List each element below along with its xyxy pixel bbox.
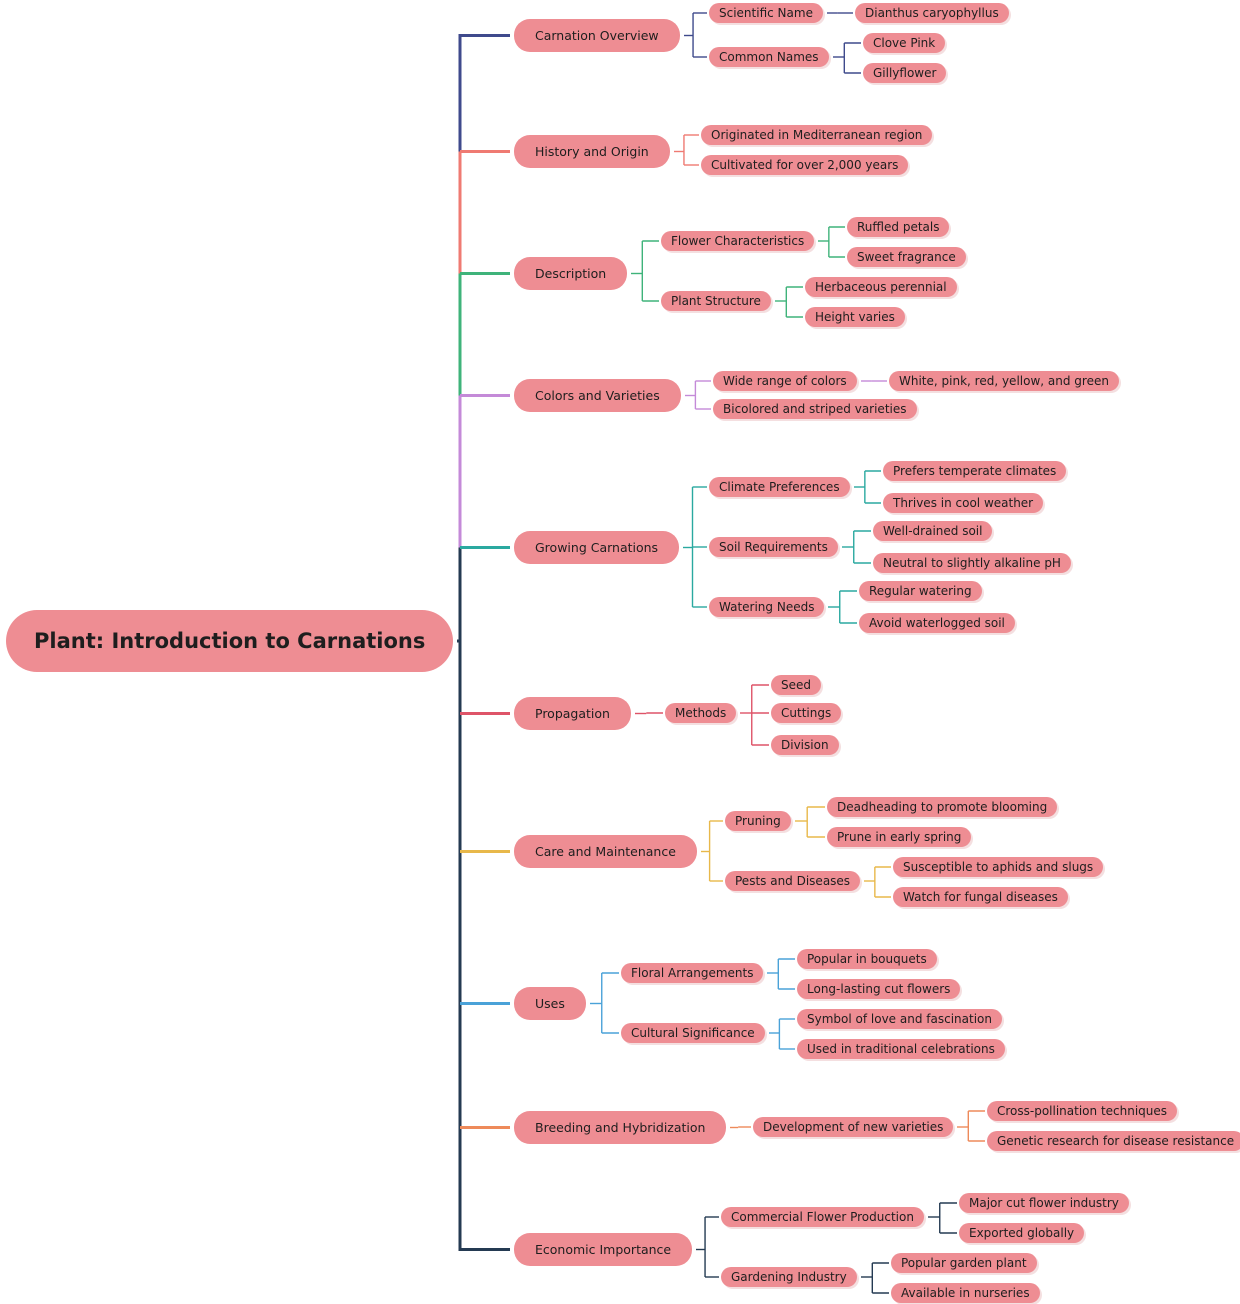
subtopic-bicolored-striped[interactable]: Bicolored and striped varieties [713, 399, 917, 419]
leaf-prefers-temperate[interactable]: Prefers temperate climates [883, 461, 1067, 481]
subtopic-watering-needs[interactable]: Watering Needs [709, 597, 825, 617]
leaf-fungal-diseases[interactable]: Watch for fungal diseases [893, 887, 1068, 907]
subtopic-pests-and-diseases[interactable]: Pests and Diseases [725, 871, 861, 891]
subtopic-common-names[interactable]: Common Names [709, 47, 829, 67]
leaf-herbaceous-perennial[interactable]: Herbaceous perennial [805, 277, 957, 297]
branch-colors-and-varieties[interactable]: Colors and Varieties [514, 379, 681, 412]
branch-propagation[interactable]: Propagation [514, 697, 631, 730]
branch-carnation-overview[interactable]: Carnation Overview [514, 19, 680, 52]
leaf-aphids-slugs[interactable]: Susceptible to aphids and slugs [893, 857, 1104, 877]
leaf-division[interactable]: Division [771, 735, 839, 755]
leaf-traditional-celebrations[interactable]: Used in traditional celebrations [797, 1039, 1005, 1059]
leaf-gillyflower[interactable]: Gillyflower [863, 63, 947, 83]
subtopic-flower-characteristics[interactable]: Flower Characteristics [661, 231, 815, 251]
subtopic-pruning[interactable]: Pruning [725, 811, 791, 831]
leaf-well-drained-soil[interactable]: Well-drained soil [873, 521, 993, 541]
leaf-popular-garden-plant[interactable]: Popular garden plant [891, 1253, 1037, 1273]
leaf-sweet-fragrance[interactable]: Sweet fragrance [847, 247, 966, 267]
leaf-ruffled-petals[interactable]: Ruffled petals [847, 217, 950, 237]
subtopic-new-varieties[interactable]: Development of new varieties [753, 1117, 954, 1137]
leaf-deadheading[interactable]: Deadheading to promote blooming [827, 797, 1058, 817]
branch-description[interactable]: Description [514, 257, 628, 290]
subtopic-methods[interactable]: Methods [665, 703, 737, 723]
branch-care-and-maintenance[interactable]: Care and Maintenance [514, 835, 697, 868]
subtopic-originated-mediterranean[interactable]: Originated in Mediterranean region [701, 125, 933, 145]
leaf-available-nurseries[interactable]: Available in nurseries [891, 1283, 1040, 1303]
subtopic-soil-requirements[interactable]: Soil Requirements [709, 537, 838, 557]
leaf-seed[interactable]: Seed [771, 675, 821, 695]
subtopic-gardening-industry[interactable]: Gardening Industry [721, 1267, 857, 1287]
subtopic-climate-preferences[interactable]: Climate Preferences [709, 477, 850, 497]
leaf-popular-bouquets[interactable]: Popular in bouquets [797, 949, 937, 969]
subtopic-plant-structure[interactable]: Plant Structure [661, 291, 771, 311]
leaf-regular-watering[interactable]: Regular watering [859, 581, 982, 601]
leaf-thrives-cool-weather[interactable]: Thrives in cool weather [883, 493, 1044, 513]
branch-breeding-and-hybridization[interactable]: Breeding and Hybridization [514, 1111, 727, 1144]
subtopic-commercial-flower-production[interactable]: Commercial Flower Production [721, 1207, 924, 1227]
leaf-exported-globally[interactable]: Exported globally [959, 1223, 1085, 1243]
subtopic-wide-range-of-colors[interactable]: Wide range of colors [713, 371, 857, 391]
subtopic-scientific-name[interactable]: Scientific Name [709, 3, 823, 23]
branch-history-and-origin[interactable]: History and Origin [514, 135, 670, 168]
root-node[interactable]: Plant: Introduction to Carnations [6, 610, 454, 672]
leaf-dianthus-caryophyllus[interactable]: Dianthus caryophyllus [855, 3, 1009, 23]
leaf-height-varies[interactable]: Height varies [805, 307, 905, 327]
leaf-prune-early-spring[interactable]: Prune in early spring [827, 827, 972, 847]
leaf-cuttings[interactable]: Cuttings [771, 703, 842, 723]
leaf-long-lasting[interactable]: Long-lasting cut flowers [797, 979, 961, 999]
branch-uses[interactable]: Uses [514, 987, 586, 1020]
leaf-avoid-waterlogged[interactable]: Avoid waterlogged soil [859, 613, 1015, 633]
leaf-symbol-of-love[interactable]: Symbol of love and fascination [797, 1009, 1002, 1029]
leaf-genetic-research[interactable]: Genetic research for disease resistance [987, 1131, 1240, 1151]
subtopic-cultivated-2000-years[interactable]: Cultivated for over 2,000 years [701, 155, 909, 175]
branch-economic-importance[interactable]: Economic Importance [514, 1233, 693, 1266]
subtopic-cultural-significance[interactable]: Cultural Significance [621, 1023, 765, 1043]
branch-growing-carnations[interactable]: Growing Carnations [514, 531, 680, 564]
leaf-neutral-alkaline-ph[interactable]: Neutral to slightly alkaline pH [873, 553, 1071, 573]
leaf-major-cut-flower[interactable]: Major cut flower industry [959, 1193, 1129, 1213]
leaf-color-list[interactable]: White, pink, red, yellow, and green [889, 371, 1119, 391]
subtopic-floral-arrangements[interactable]: Floral Arrangements [621, 963, 764, 983]
leaf-clove-pink[interactable]: Clove Pink [863, 33, 946, 53]
leaf-cross-pollination[interactable]: Cross-pollination techniques [987, 1101, 1178, 1121]
